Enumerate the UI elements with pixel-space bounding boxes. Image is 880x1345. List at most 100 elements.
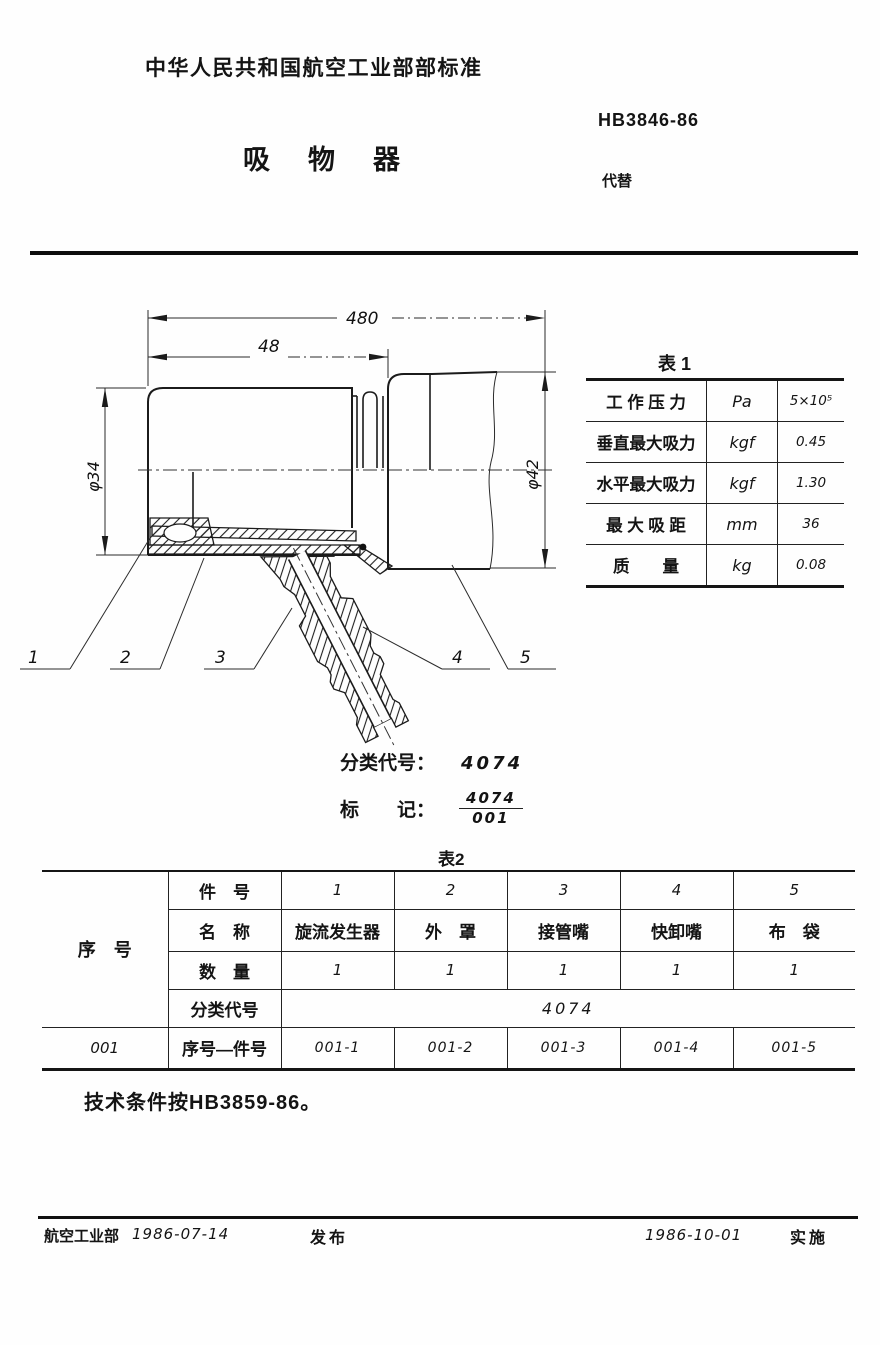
- dim-label-480: 480: [346, 309, 378, 329]
- part-number: 1: [280, 871, 394, 910]
- callout-4: 4: [362, 626, 490, 670]
- row-label: 名 称: [167, 909, 281, 952]
- serial-part-number: 001-2: [393, 1027, 507, 1069]
- part-quantity: 1: [732, 951, 855, 990]
- swirl-generator-section: [149, 517, 215, 546]
- svg-text:2: 2: [120, 648, 131, 668]
- class-code-value: 4074: [280, 989, 855, 1028]
- technical-conditions-note: 技术条件按HB3859-86。: [84, 1092, 322, 1114]
- dim-label-48: 48: [258, 337, 280, 357]
- classification-label: 分类代号：: [340, 753, 436, 774]
- spec-row: 工 作 压 力 Pa 5×10⁵: [586, 379, 844, 422]
- spec-row: 质 量 kg 0.08: [586, 544, 844, 587]
- part-name: 外 罩: [393, 909, 507, 952]
- replaces-label: 代替: [602, 173, 633, 190]
- spec-value: 0.08: [795, 557, 827, 573]
- cloth-bag-outline: [342, 371, 498, 575]
- part-name: 接管嘴: [506, 909, 620, 952]
- organization-title: 中华人民共和国航空工业部部标准: [145, 57, 483, 80]
- parts-row-quantity: 数 量 1 1 1 1 1: [42, 951, 855, 990]
- spec-name: 垂直最大吸力: [586, 421, 707, 463]
- spec-unit: kgf: [706, 462, 778, 504]
- spec-value: 1.30: [777, 462, 844, 504]
- spec-unit: Pa: [706, 379, 778, 422]
- svg-text:5: 5: [520, 648, 531, 668]
- header-divider: [30, 251, 858, 255]
- dimension-body-length: 48: [148, 337, 389, 378]
- document-title: 吸物器: [243, 145, 438, 175]
- spec-value: 5×10⁵: [777, 379, 844, 422]
- footer-implementation-date: 1986-10-01: [645, 1226, 743, 1244]
- connector-tubes: [352, 391, 384, 468]
- part-quantity: 1: [393, 951, 507, 990]
- row-label: 件 号: [167, 871, 281, 910]
- part-number: 3: [506, 871, 620, 910]
- marking-line: 标 记： 4074 001: [340, 789, 523, 828]
- dimension-right-diameter: φ42: [490, 310, 556, 569]
- dim-label-phi34: φ34: [84, 461, 103, 492]
- serial-part-number: 001-5: [732, 1027, 855, 1069]
- part-number: 2: [393, 871, 507, 910]
- marking-denominator: 001: [472, 809, 510, 828]
- standard-number: HB3846-86: [598, 110, 700, 130]
- footer-issue-date: 1986-07-14: [132, 1225, 230, 1243]
- part-name: 旋流发生器: [280, 909, 394, 952]
- spec-name: 工 作 压 力: [586, 379, 707, 422]
- technical-drawing: 480 48 φ34: [20, 309, 556, 747]
- spec-unit: kgf: [706, 421, 778, 463]
- parts-row-serialpart: 001 序号—件号 001-1 001-2 001-3 001-4 001-5: [42, 1027, 855, 1069]
- dimension-left-diameter: φ34: [84, 387, 148, 556]
- spec-name: 最 大 吸 距: [586, 503, 707, 545]
- parts-table: 序 号 件 号 1 2 3 4 5 名 称 旋流发生器 外 罩 接管嘴 快卸嘴 …: [42, 870, 855, 1071]
- svg-text:1: 1: [28, 648, 39, 668]
- spec-unit: kg: [706, 544, 778, 587]
- classification-line: 分类代号：4074: [340, 748, 523, 775]
- marking-numerator: 4074: [459, 789, 523, 810]
- spec-row: 垂直最大吸力 kgf 0.45: [586, 421, 844, 463]
- dim-label-phi42: φ42: [523, 459, 542, 490]
- footer-issuer: 航空工业部: [44, 1228, 120, 1245]
- callout-5: 5: [451, 564, 556, 670]
- part-quantity: 1: [280, 951, 394, 990]
- part-quantity: 1: [619, 951, 733, 990]
- spec-row: 水平最大吸力 kgf 1.30: [586, 462, 844, 504]
- base-plate-lower: [147, 544, 361, 555]
- spec-name: 水平最大吸力: [586, 462, 707, 504]
- part-number: 5: [732, 871, 855, 910]
- row-label: 分类代号: [167, 989, 281, 1028]
- footer-divider: [38, 1216, 858, 1219]
- footer-issue-label: 发布: [310, 1230, 349, 1247]
- spec-row: 最 大 吸 距 mm 36: [586, 503, 844, 545]
- parts-row-name: 名 称 旋流发生器 外 罩 接管嘴 快卸嘴 布 袋: [42, 909, 855, 952]
- footer-implementation-label: 实施: [790, 1230, 829, 1247]
- callout-2: 2: [110, 557, 205, 670]
- svg-text:3: 3: [215, 648, 226, 668]
- spec-unit: mm: [706, 503, 778, 545]
- serial-value: 001: [90, 1038, 120, 1057]
- serial-part-number: 001-1: [280, 1027, 394, 1069]
- callout-1: 1: [20, 537, 151, 670]
- part-name: 快卸嘴: [619, 909, 733, 952]
- fastener-dot: [359, 543, 367, 551]
- part-name: 布 袋: [732, 909, 855, 952]
- marking-label: 标 记：: [340, 800, 436, 822]
- serial-part-number: 001-3: [506, 1027, 620, 1069]
- spec-value: 0.45: [777, 421, 844, 463]
- serial-header: 序 号: [42, 871, 168, 1028]
- row-label: 序号—件号: [167, 1027, 281, 1069]
- parts-row-number: 序 号 件 号 1 2 3 4 5: [42, 871, 855, 1028]
- table2-caption: 表2: [438, 850, 465, 869]
- spec-name: 质 量: [613, 558, 679, 576]
- table1-caption: 表 1: [658, 354, 692, 374]
- svg-text:4: 4: [452, 648, 463, 668]
- part-number: 4: [619, 871, 733, 910]
- serial-part-number: 001-4: [619, 1027, 733, 1069]
- nozzle-assembly: [259, 547, 410, 747]
- row-label: 数 量: [167, 951, 281, 990]
- part-quantity: 1: [506, 951, 620, 990]
- parts-row-classcode: 分类代号 4074: [42, 989, 855, 1028]
- spec-value: 36: [777, 503, 844, 545]
- spec-table: 工 作 压 力 Pa 5×10⁵ 垂直最大吸力 kgf 0.45 水平最大吸力 …: [586, 378, 844, 588]
- marking-fraction: 4074 001: [459, 789, 523, 828]
